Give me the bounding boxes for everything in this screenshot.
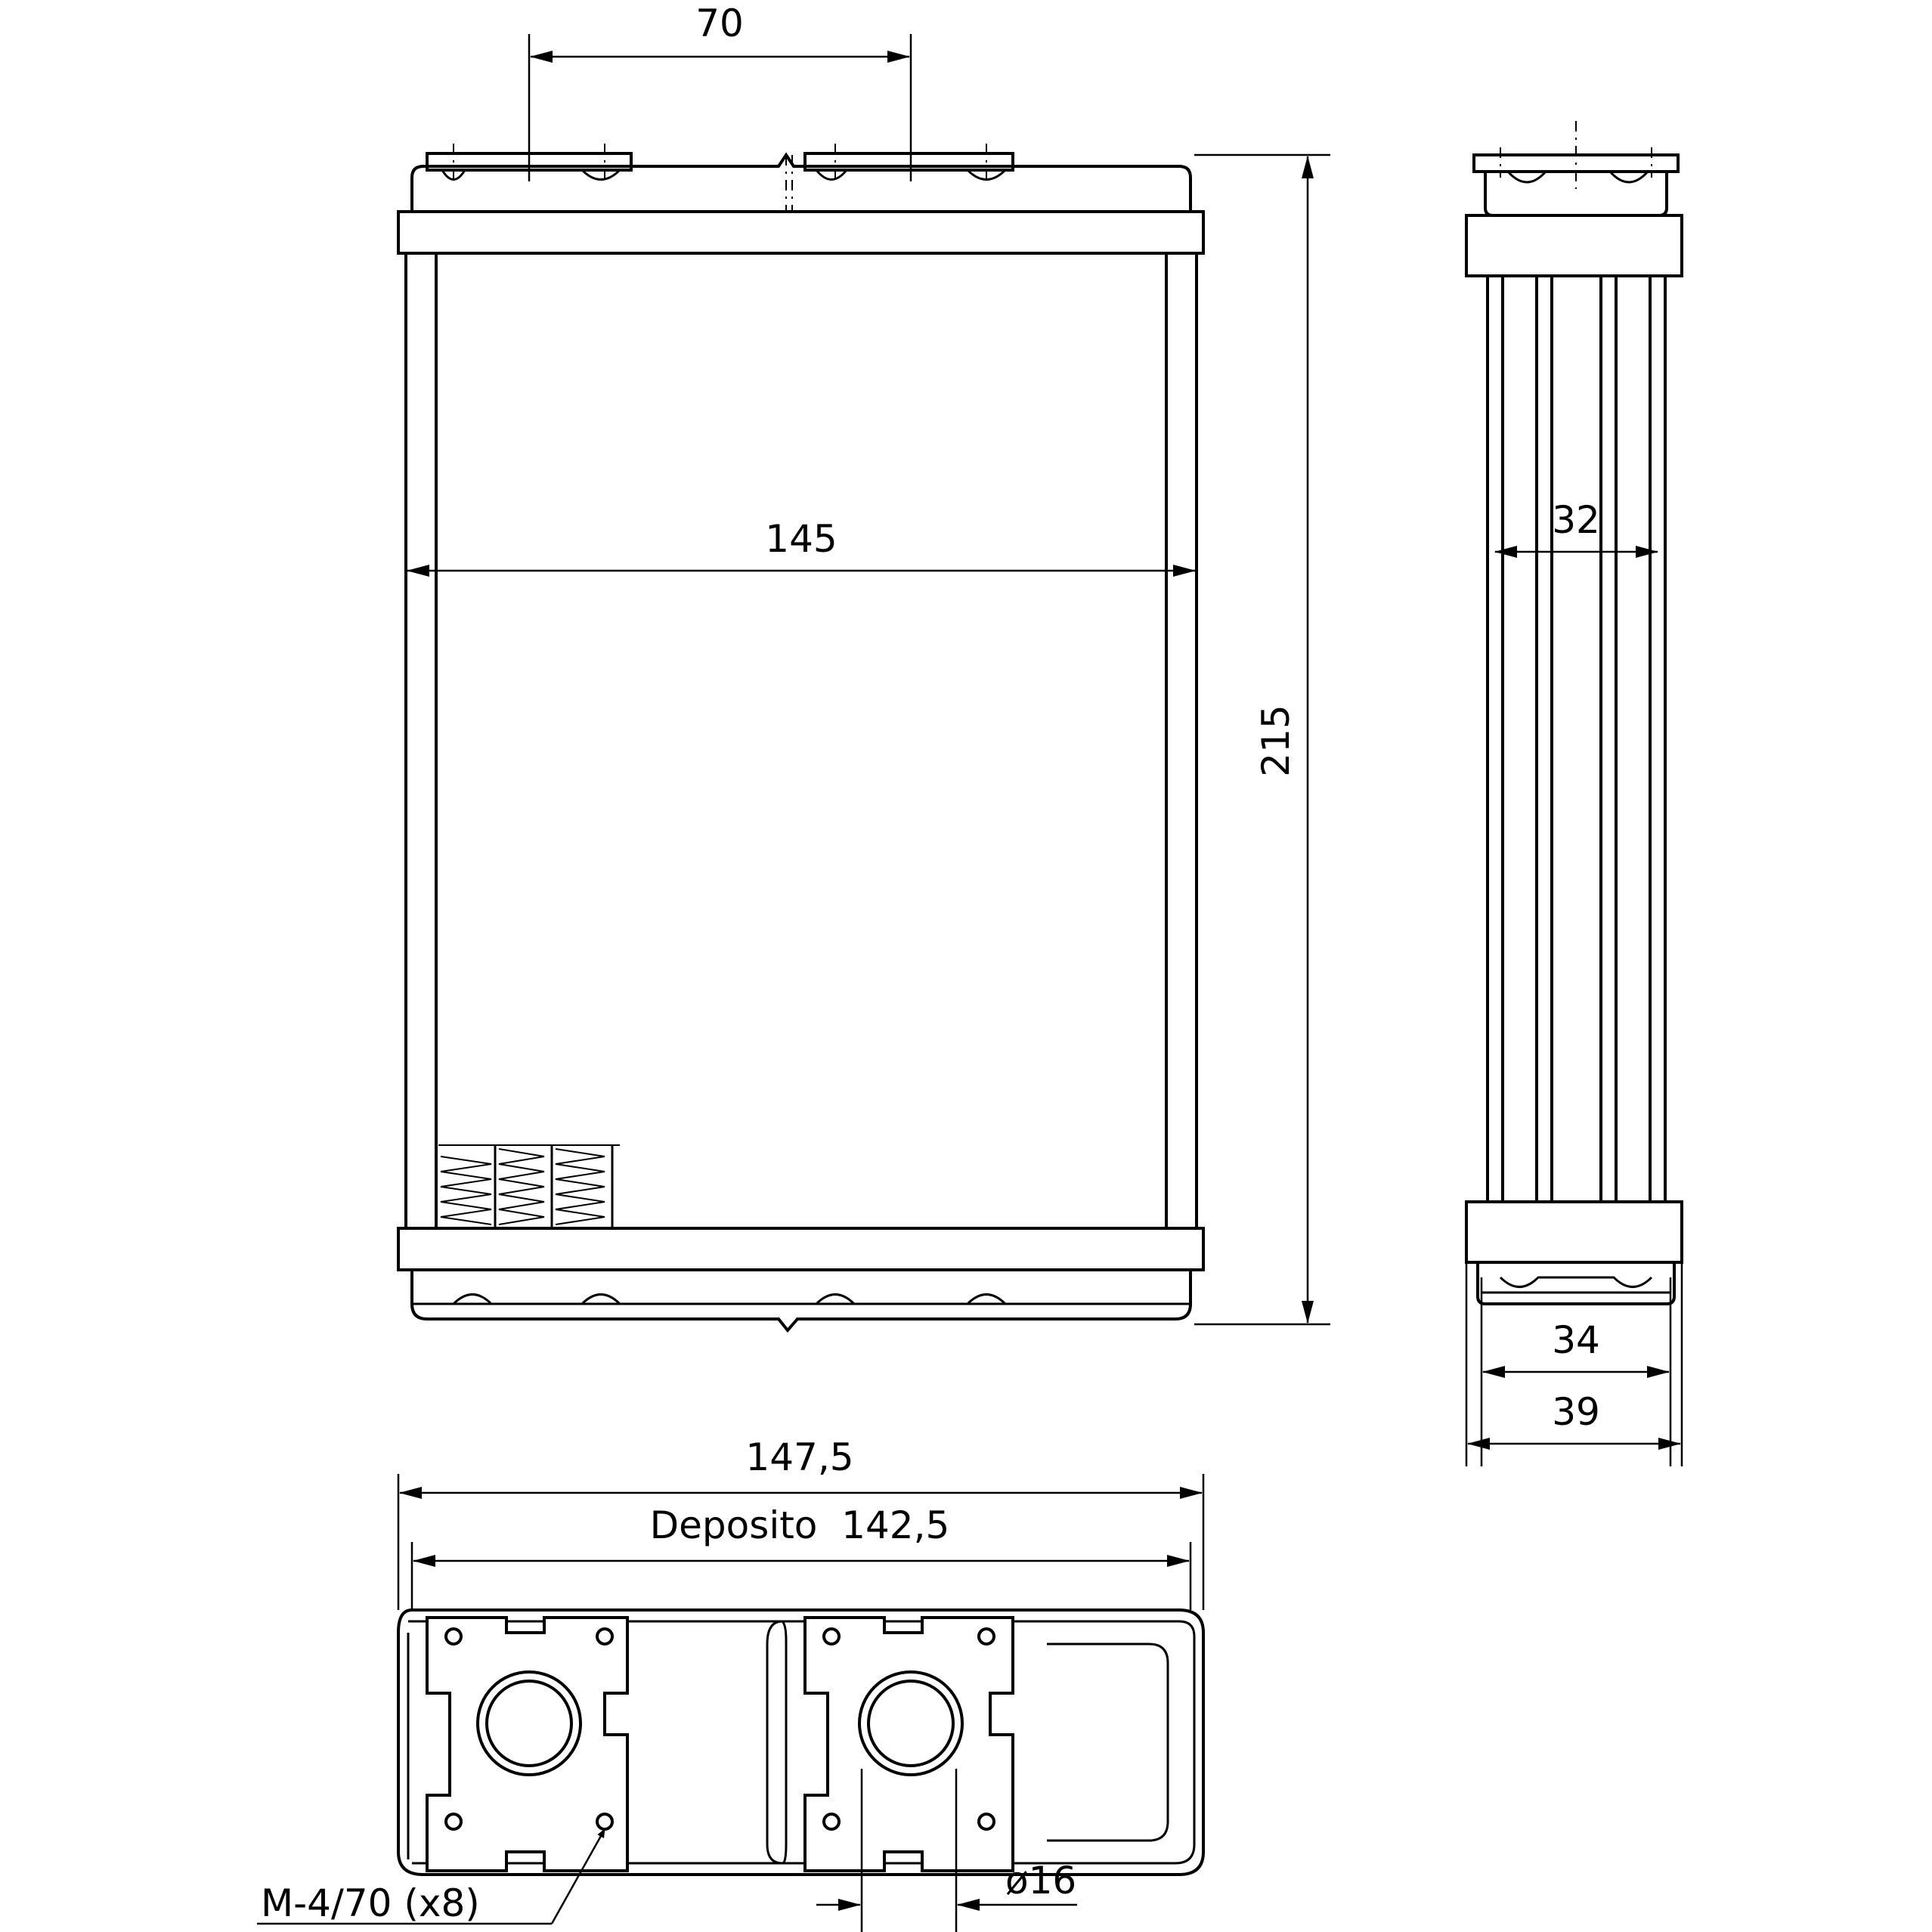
right-side-rail (1165, 252, 1198, 1230)
side-view: 32 34 39 (1465, 121, 1683, 1466)
dim-port-diameter: ø16 (1005, 1859, 1076, 1903)
dim-tank-width: Deposito 142,5 (650, 1503, 950, 1547)
top-header-plate (397, 210, 1205, 255)
port-flange-left (426, 1616, 629, 1872)
dim-overall-height: 215 (1254, 704, 1298, 776)
dim-tank-depth: 34 (1552, 1318, 1600, 1362)
dim-port-spacing: 70 (695, 2, 744, 45)
plan-view: 147,5 Deposito 142,5 M-4/70 (x8) (257, 1435, 1205, 1932)
thread-note: M-4/70 (x8) (261, 1881, 480, 1925)
front-view: 70 145 215 (397, 2, 1330, 1333)
dim-overall-width: 147,5 (745, 1435, 853, 1479)
left-side-rail (404, 252, 438, 1230)
dim-core-depth: 32 (1552, 498, 1600, 542)
dim-overall-depth: 39 (1552, 1390, 1600, 1434)
fin-pattern (438, 1144, 620, 1229)
bottom-header-plate (397, 1227, 1205, 1271)
port-flange-right (803, 1616, 1014, 1872)
top-flange-right (803, 152, 1014, 172)
dim-core-width: 145 (765, 517, 837, 561)
